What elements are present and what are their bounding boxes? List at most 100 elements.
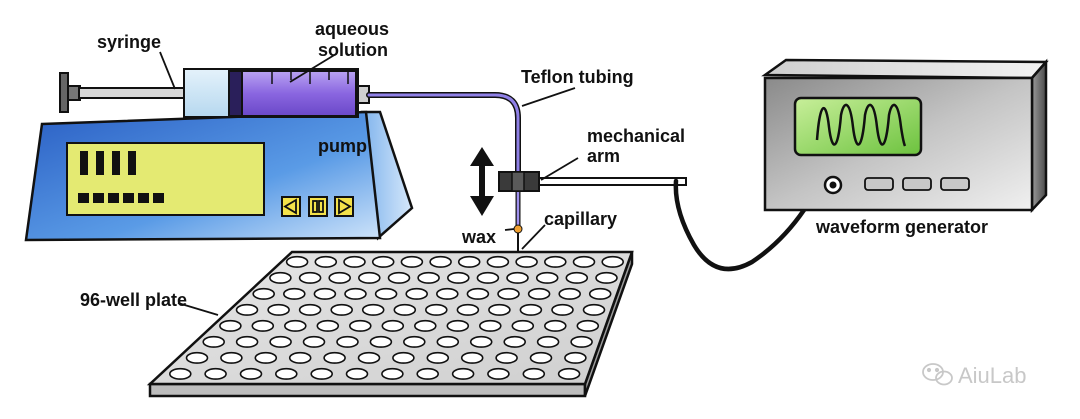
well (417, 271, 440, 284)
plunger-cap (59, 72, 69, 113)
triangle-left-icon (283, 198, 297, 215)
well (536, 335, 560, 348)
well (519, 303, 543, 316)
well (381, 319, 405, 332)
well (336, 335, 359, 348)
well (369, 335, 393, 348)
well (254, 351, 278, 364)
pump-forward-button[interactable] (334, 196, 354, 217)
well (371, 255, 395, 268)
well (345, 367, 369, 380)
well (402, 335, 426, 348)
generator-top-face (761, 58, 1049, 80)
plate-front-face (148, 382, 587, 398)
well (219, 319, 242, 332)
pump-display-bars (80, 151, 136, 175)
plunger-rod (78, 87, 186, 99)
syringe-barrel (183, 68, 233, 118)
well (288, 351, 312, 364)
pump-display-blocks (78, 193, 164, 203)
mechanical-arm (498, 171, 687, 192)
vertical-motion-arrow-icon (470, 147, 494, 216)
waveform-generator (761, 58, 1049, 214)
well-plate (146, 250, 634, 398)
well (357, 351, 381, 364)
well (570, 335, 593, 348)
well (446, 271, 470, 284)
mechanical-arm-label-line1: mechanical (587, 126, 685, 146)
well (267, 303, 290, 316)
pump-reverse-button[interactable] (281, 196, 301, 217)
wechat-icon (922, 363, 953, 386)
watermark-text: AiuLab (958, 363, 1027, 388)
well (565, 271, 589, 284)
well (557, 367, 581, 380)
well (582, 303, 606, 316)
teflon-tubing-label: Teflon tubing (521, 67, 634, 87)
wax-droplet (513, 224, 523, 234)
well (527, 287, 551, 300)
well (429, 255, 452, 268)
aqueous-solution-label-line2: solution (318, 40, 388, 60)
well (357, 271, 381, 284)
output-connector-icon[interactable] (823, 175, 843, 195)
well-plate-label: 96-well plate (80, 290, 187, 310)
well (381, 367, 404, 380)
well (348, 319, 372, 332)
well (495, 351, 518, 364)
well (239, 367, 263, 380)
waveform-icon (815, 103, 907, 147)
well (298, 303, 322, 316)
well (476, 271, 500, 284)
well (529, 351, 553, 364)
well (478, 319, 502, 332)
wells-grid (169, 255, 625, 380)
well (522, 367, 546, 380)
well (416, 367, 440, 380)
generator-button-1[interactable] (864, 177, 894, 191)
well (361, 303, 385, 316)
well (456, 303, 480, 316)
well (282, 287, 306, 300)
well (488, 303, 511, 316)
well (503, 335, 527, 348)
syringe (59, 68, 370, 118)
well (601, 255, 625, 268)
well (551, 303, 574, 316)
well (558, 287, 582, 300)
well (466, 287, 490, 300)
well (330, 303, 354, 316)
well (400, 255, 424, 268)
mechanical-arm-label-line2: arm (587, 146, 620, 166)
well (424, 303, 448, 316)
pump-pause-button[interactable] (308, 196, 328, 217)
plate-top-face (146, 250, 634, 386)
well (460, 351, 484, 364)
pump-label: pump (318, 136, 367, 156)
well (543, 255, 567, 268)
generator-button-2[interactable] (902, 177, 932, 191)
arm-rod (535, 177, 687, 186)
well (285, 255, 309, 268)
well (316, 319, 340, 332)
well (185, 351, 209, 364)
well (486, 255, 510, 268)
well (511, 319, 535, 332)
well (506, 271, 529, 284)
well (469, 335, 493, 348)
well (283, 319, 307, 332)
well (451, 367, 475, 380)
well (576, 319, 600, 332)
well (302, 335, 326, 348)
wax-label: wax (461, 227, 496, 247)
aqueous-solution (241, 70, 357, 117)
syringe-graduations (271, 71, 349, 84)
generator-button-3[interactable] (940, 177, 970, 191)
well (426, 351, 450, 364)
well (572, 255, 596, 268)
well (392, 351, 415, 364)
well (323, 351, 346, 364)
well (298, 271, 322, 284)
well (235, 303, 259, 316)
